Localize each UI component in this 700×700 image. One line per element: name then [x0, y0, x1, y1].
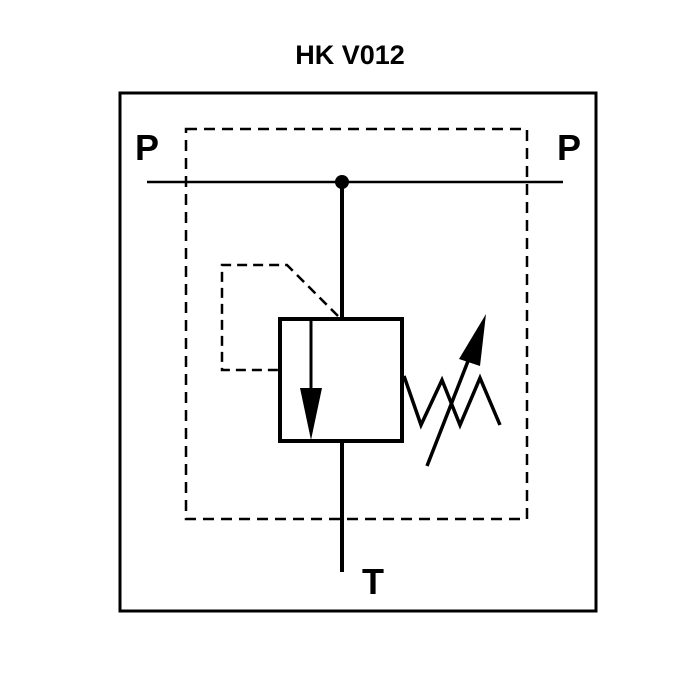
valve-envelope — [278, 317, 404, 443]
adjustment-arrow-head-icon — [459, 314, 486, 366]
port-label-p-right: P — [557, 127, 581, 168]
diagram-title: HK V012 — [295, 40, 405, 70]
pilot-line-dashed — [220, 263, 339, 372]
valve-body-dashed-outline — [184, 127, 529, 521]
port-label-t: T — [362, 561, 384, 602]
flow-arrow-head-icon — [300, 388, 322, 440]
adjustment-arrow-shaft — [425, 355, 472, 467]
port-label-p-left: P — [135, 127, 159, 168]
outer-frame — [118, 91, 598, 613]
